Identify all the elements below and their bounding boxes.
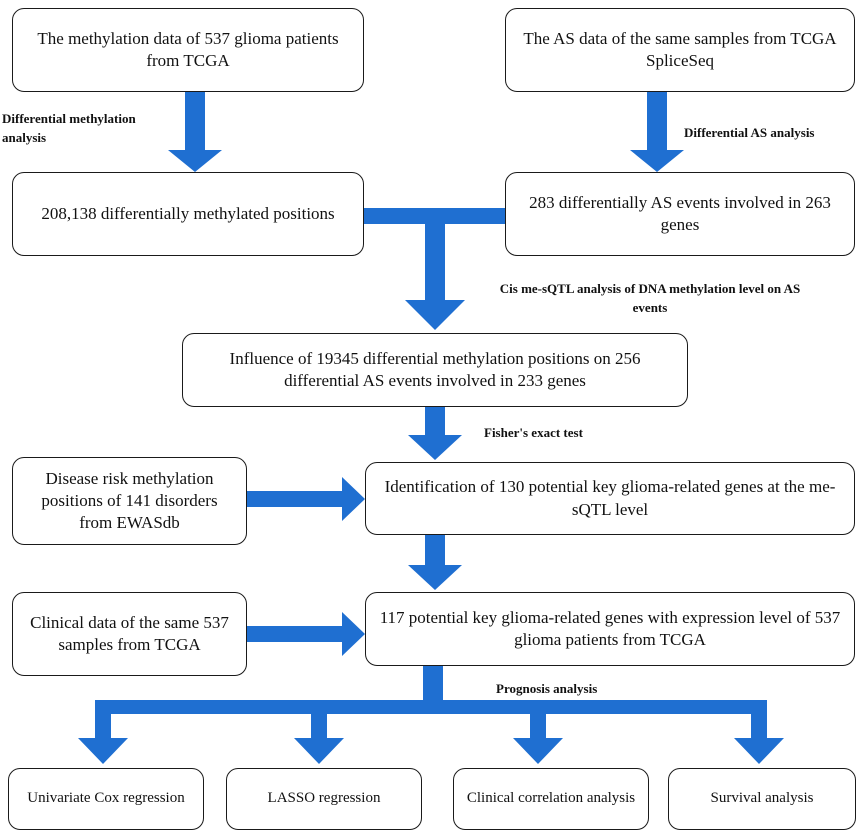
label-cis-me-sqtl: Cis me-sQTL analysis of DNA methylation … [499, 281, 801, 315]
node-as-data: The AS data of the same samples from TCG… [505, 8, 855, 92]
label-differential-as: Differential AS analysis [684, 125, 815, 140]
arrow-as-down [630, 92, 684, 172]
arrow-disease-right [247, 477, 365, 521]
node-diff-methylated: 208,138 differentially methylated positi… [12, 172, 364, 256]
arrow-lasso-down [294, 700, 344, 764]
node-lasso: LASSO regression [226, 768, 422, 830]
node-diff-as-events: 283 differentially AS events involved in… [505, 172, 855, 256]
label-prognosis: Prognosis analysis [496, 681, 598, 696]
arrow-methylation-down [168, 92, 222, 172]
label-fisher: Fisher's exact test [484, 425, 583, 440]
prognosis-bar [95, 700, 767, 714]
node-potential-genes: 117 potential key glioma-related genes w… [365, 592, 855, 666]
node-identification: Identification of 130 potential key glio… [365, 462, 855, 535]
node-methylation-data: The methylation data of 537 glioma patie… [12, 8, 364, 92]
node-survival: Survival analysis [668, 768, 856, 830]
arrow-genes-down [408, 535, 462, 590]
node-clinical-data: Clinical data of the same 537 samples fr… [12, 592, 247, 676]
node-disease-risk: Disease risk methylation positions of 14… [12, 457, 247, 545]
node-clinical-correlation: Clinical correlation analysis [453, 768, 649, 830]
arrow-merge-down [405, 208, 465, 330]
arrow-clinical-corr-down [513, 700, 563, 764]
arrow-univariate-down [78, 700, 128, 764]
arrow-fisher-down [408, 407, 462, 460]
prognosis-trunk [423, 666, 443, 710]
arrow-clinical-right [247, 612, 365, 656]
node-univariate-cox: Univariate Cox regression [8, 768, 204, 830]
label-differential-methylation: Differential methylation analysis [2, 111, 136, 145]
arrow-survival-down [734, 700, 784, 764]
node-influence: Influence of 19345 differential methylat… [182, 333, 688, 407]
